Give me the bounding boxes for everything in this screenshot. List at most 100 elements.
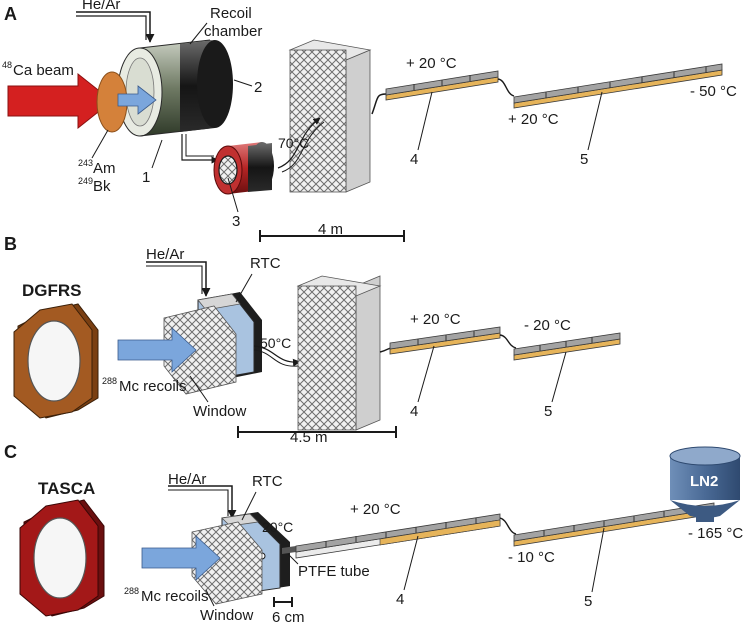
scale-bar-c [273, 597, 293, 607]
tube-to-detector-4 [371, 93, 387, 115]
chamber-label-2: chamber [204, 23, 262, 40]
gas-inlet-line-b-inner [146, 265, 203, 294]
panel-c: C TASCA He/Ar RTC 20°C 288 Mc recoils Wi… [4, 442, 743, 626]
gas-label: He/Ar [82, 0, 120, 13]
scale-label-a: 4 m [318, 221, 343, 238]
ln2-dewar [669, 446, 741, 522]
window-label-c: Window [200, 607, 254, 624]
detector-4-c [295, 513, 501, 559]
temp-d5-b: - 20 °C [524, 317, 571, 334]
label-5-c: 5 [584, 593, 592, 610]
leader-1 [151, 139, 163, 169]
flow-arrow-to-filter-inner [281, 121, 325, 173]
filter-block-a [288, 39, 372, 193]
temp-rtc-c: 20°C [262, 519, 293, 535]
target1-element: Am [93, 160, 116, 177]
window-leader-c [205, 589, 215, 607]
rtc-c [191, 512, 290, 605]
recoil-chamber [117, 39, 233, 137]
tube-4-to-5-c [499, 517, 517, 535]
separator-label-c: TASCA [38, 479, 95, 498]
label-1: 1 [142, 169, 150, 186]
tube-leader-c [287, 553, 299, 565]
leader-4-a [417, 91, 433, 151]
panel-b-letter: B [4, 234, 17, 254]
panel-b: B DGFRS He/Ar RTC 288 Mc recoils Window [4, 234, 621, 446]
gas-label-b: He/Ar [146, 246, 184, 263]
ptfe-tube [282, 546, 296, 554]
temp-filter-b: 50°C [260, 335, 291, 351]
beam-label: Ca beam [13, 62, 74, 79]
recoil-arrow-a [117, 85, 157, 115]
panel-a-letter: A [4, 4, 17, 24]
target-leader [91, 129, 109, 159]
gas-inlet-line [76, 11, 155, 43]
gas-inlet-line-c [168, 485, 237, 519]
recoil-mass-c: 288 [124, 586, 139, 596]
beam-arrow [7, 72, 113, 130]
leader-3 [227, 177, 239, 213]
chamber-leader [189, 22, 208, 45]
label-3: 3 [232, 213, 240, 230]
rtc-label-b: RTC [250, 255, 281, 272]
target2-element: Bk [93, 178, 111, 195]
tube-label-c: PTFE tube [298, 563, 370, 580]
temp-d4-b: + 20 °C [410, 311, 461, 328]
temp-filter-a: 70°C [278, 135, 309, 151]
recoil-arrow-b [117, 327, 197, 373]
label-4-a: 4 [410, 151, 418, 168]
recoil-arrow-c [141, 535, 221, 581]
outlet-tube-inner [185, 134, 214, 157]
gas-inlet-line-c-inner [168, 489, 229, 516]
detector-4-a [385, 70, 499, 101]
detector-5-b [513, 332, 621, 361]
label-2: 2 [254, 79, 262, 96]
scale-label-b: 4.5 m [290, 429, 328, 446]
rtc-leader-c [241, 491, 257, 521]
scale-label-c: 6 cm [272, 609, 305, 626]
panel-a: A He/Ar Recoil chamber 48 Ca beam 243 Am… [2, 0, 737, 242]
tasca-separator [19, 499, 105, 617]
outlet-tube [181, 134, 219, 164]
temp-d4-a: + 20 °C [406, 55, 457, 72]
beam-mass: 48 [2, 60, 12, 70]
target2-mass: 249 [78, 176, 93, 186]
scale-bar-b [237, 426, 397, 438]
rtc-b [163, 292, 262, 395]
rtc-leader-b [235, 273, 253, 303]
oven-3 [213, 142, 274, 195]
chamber-label-1: Recoil [210, 5, 252, 22]
scale-bar-a [259, 230, 405, 242]
recoil-label-c: Mc recoils [141, 588, 209, 605]
window-label-b: Window [193, 403, 247, 420]
target1-mass: 243 [78, 158, 93, 168]
tube-4-to-5-b [499, 334, 517, 349]
panel-c-letter: C [4, 442, 17, 462]
window-mesh-b [163, 305, 237, 395]
label-4-c: 4 [396, 591, 404, 608]
window-mesh-c [191, 521, 263, 605]
temp-d5-end-a: - 50 °C [690, 83, 737, 100]
flow-arrow-to-filter [277, 117, 321, 169]
leader-5-b [551, 351, 567, 403]
window-leader-b [189, 375, 209, 403]
temp-d4-c: + 20 °C [350, 501, 401, 518]
label-5-a: 5 [580, 151, 588, 168]
temp-d5-end-c: - 165 °C [688, 525, 743, 542]
gas-inlet-line-inner [76, 15, 147, 40]
leader-2 [233, 79, 253, 87]
leader-5-c [591, 527, 605, 593]
label-4-b: 4 [410, 403, 418, 420]
tube-4-to-5 [497, 78, 515, 97]
flow-arrow-to-filter-b-inner [253, 349, 299, 367]
gas-inlet-line-b [146, 261, 211, 297]
leader-5-a [587, 91, 603, 151]
detector-5-a [513, 63, 723, 109]
flow-arrow-to-filter-b [253, 345, 301, 367]
gas-label-c: He/Ar [168, 471, 206, 488]
detector-4-b [389, 326, 501, 355]
recoil-label-b: Mc recoils [119, 378, 187, 395]
leader-4-b [417, 345, 435, 403]
ln2-label: LN2 [690, 473, 718, 490]
